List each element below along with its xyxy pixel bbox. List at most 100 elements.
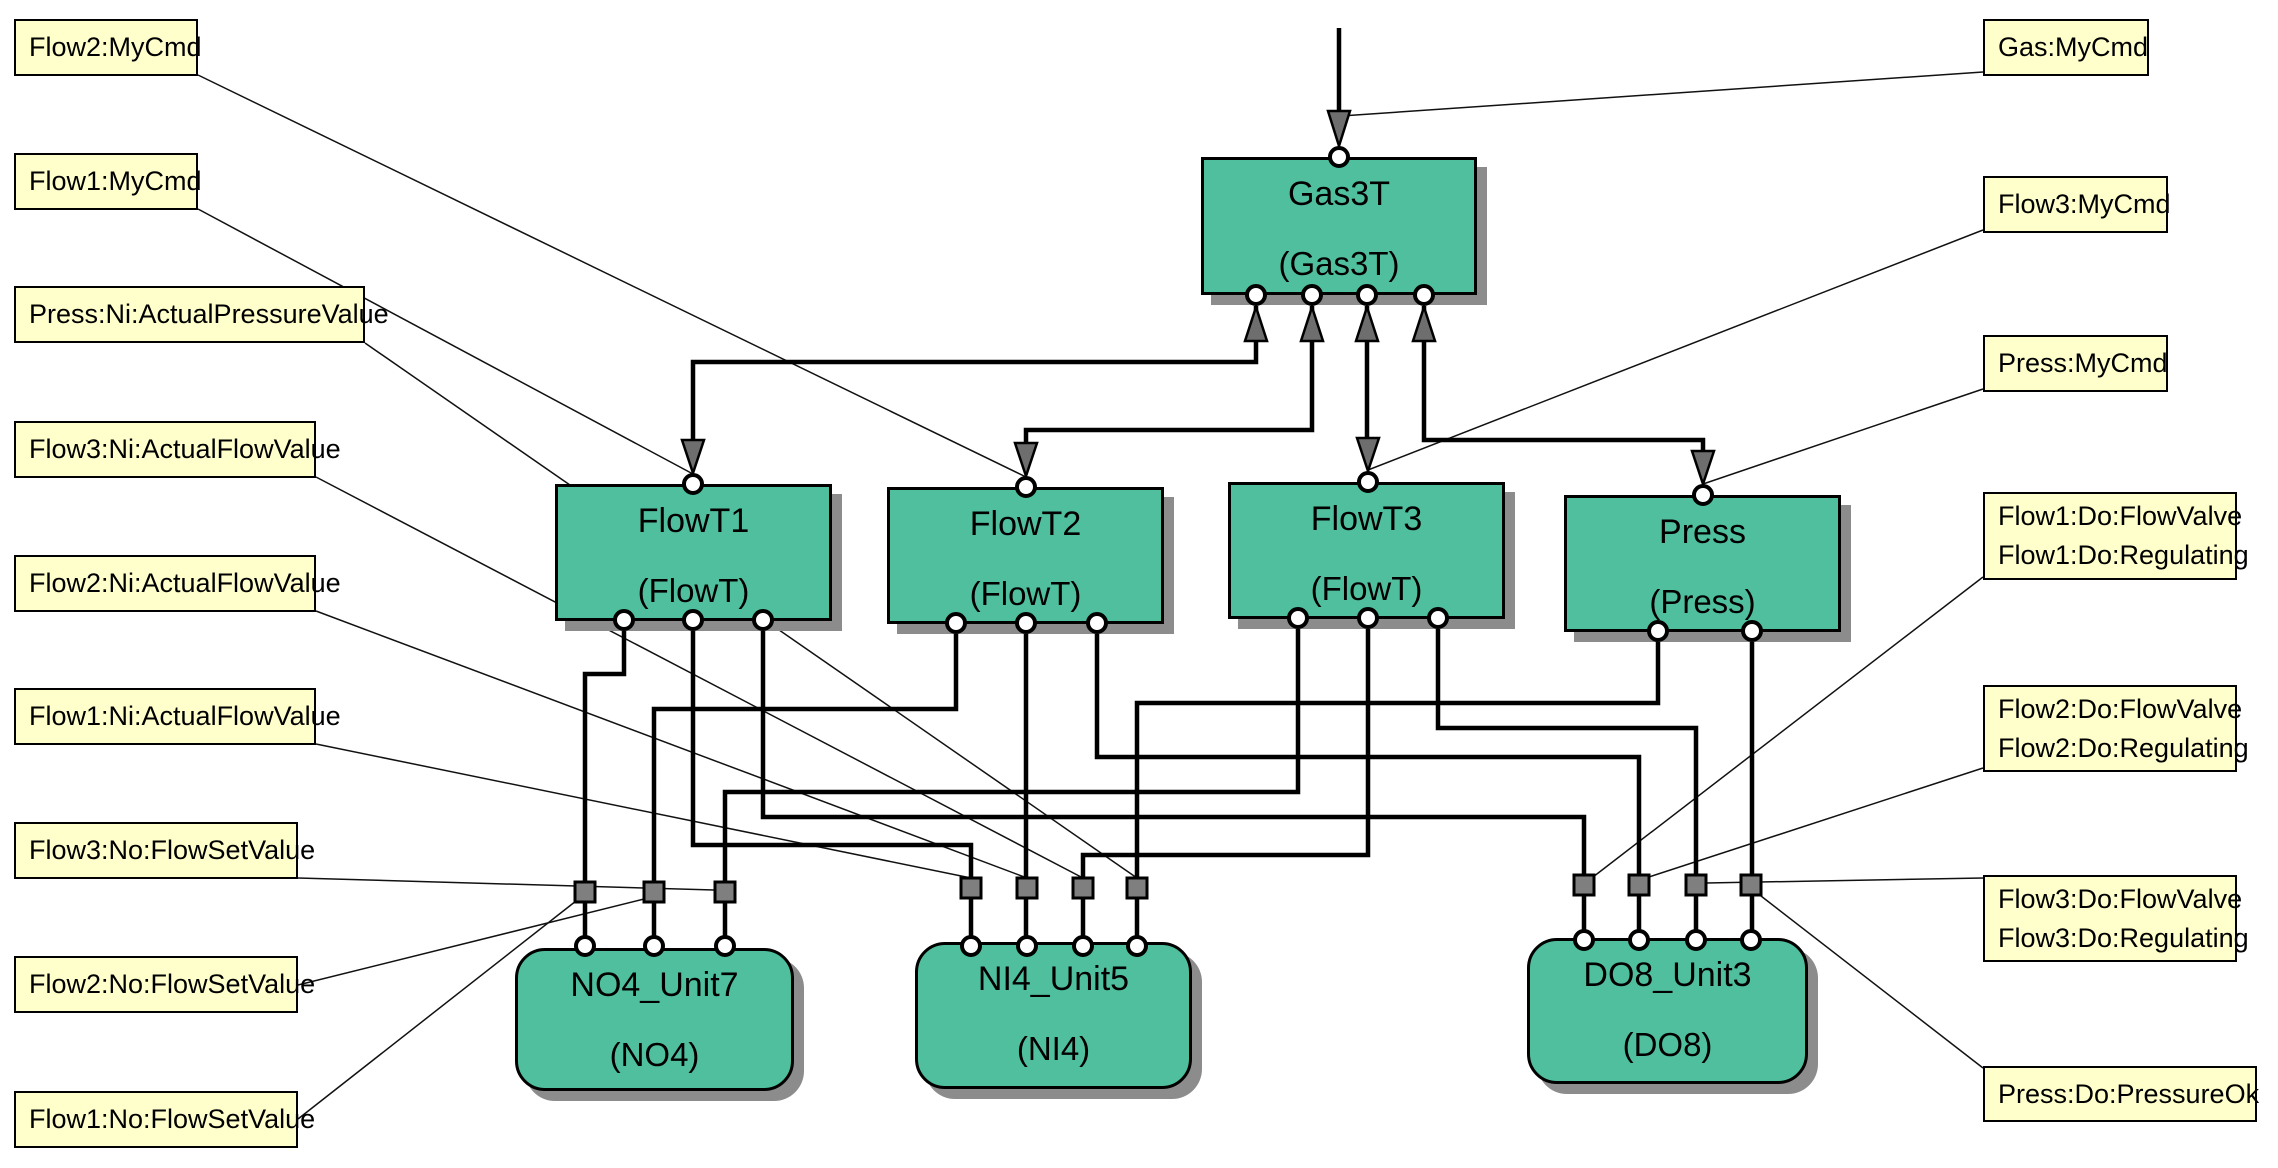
- port-ni4-2[interactable]: [1016, 935, 1038, 957]
- port-flowt1-bottom-1[interactable]: [613, 609, 635, 631]
- port-ni4-3[interactable]: [1072, 935, 1094, 957]
- signal-label-flow3-no-flowsetvalue[interactable]: Flow3:No:FlowSetValue: [14, 822, 316, 879]
- wire-flowt3-do8[interactable]: [1435, 629, 1699, 930]
- port-flowt3-bottom-3[interactable]: [1427, 607, 1449, 629]
- wire-flowt3-no4[interactable]: [722, 629, 1301, 936]
- annotation-line-flow2-mycmd[interactable]: [197, 74, 1027, 478]
- port-no4-1[interactable]: [574, 935, 596, 957]
- block-type: (Press): [1649, 583, 1756, 620]
- block-no4-unit7[interactable]: NO4_Unit7 (NO4): [515, 948, 794, 1091]
- signal-label-text: Flow2:MyCmd: [29, 32, 202, 62]
- block-gas3t[interactable]: Gas3T (Gas3T): [1201, 157, 1477, 295]
- port-gas3t-bottom-1[interactable]: [1245, 284, 1267, 306]
- port-flowt3-bottom-1[interactable]: [1287, 607, 1309, 629]
- wire-gas3t-press[interactable]: [1421, 306, 1706, 457]
- signal-label-flow3-ni-actualflowvalue[interactable]: Flow3:Ni:ActualFlowValue: [14, 421, 341, 478]
- annotation-line-flow2-do[interactable]: [1648, 767, 1984, 878]
- annotation-line-flow1-do[interactable]: [1592, 576, 1984, 878]
- signal-label-flow1-ni-actualflowvalue[interactable]: Flow1:Ni:ActualFlowValue: [14, 688, 341, 745]
- signal-label-press-ni-actualpressurevalue[interactable]: Press:Ni:ActualPressureValue: [14, 286, 389, 343]
- block-flowt3[interactable]: FlowT3 (FlowT): [1228, 482, 1505, 619]
- signal-label-flow1-no-flowsetvalue[interactable]: Flow1:No:FlowSetValue: [14, 1091, 315, 1148]
- port-no4-3[interactable]: [714, 935, 736, 957]
- block-flowt1[interactable]: FlowT1 (FlowT): [555, 484, 832, 621]
- port-flowt3-bottom-2[interactable]: [1357, 607, 1379, 629]
- port-do8-4[interactable]: [1740, 929, 1762, 951]
- connector-square-ni4-4[interactable]: [1125, 876, 1149, 900]
- port-press-top[interactable]: [1692, 484, 1714, 506]
- annotation-line-flow3-mycmd[interactable]: [1367, 229, 1984, 471]
- port-flowt1-top[interactable]: [682, 473, 704, 495]
- connector-square-ni4-1[interactable]: [959, 876, 983, 900]
- arrow-down-into-flowt3-icon: [1355, 436, 1381, 475]
- block-title: Press: [1659, 513, 1746, 551]
- signal-label-flow2-no-flowsetvalue[interactable]: Flow2:No:FlowSetValue: [14, 956, 315, 1013]
- arrow-up-into-gas3t-1-icon: [1243, 302, 1269, 343]
- signal-label-flow2-do[interactable]: Flow2:Do:FlowValve Flow2:Do:Regulating: [1983, 685, 2249, 772]
- signal-label-flow2-ni-actualflowvalue[interactable]: Flow2:Ni:ActualFlowValue: [14, 555, 341, 612]
- wire-flowt2-do8[interactable]: [1094, 634, 1642, 930]
- port-do8-2[interactable]: [1628, 929, 1650, 951]
- port-do8-3[interactable]: [1685, 929, 1707, 951]
- annotation-line-flow1-mycmd[interactable]: [197, 208, 694, 475]
- connector-square-ni4-3[interactable]: [1071, 876, 1095, 900]
- signal-label-press-do-pressureok[interactable]: Press:Do:PressureOk: [1983, 1066, 2259, 1122]
- signal-label-text: Flow3:Do:Regulating: [1998, 922, 2249, 953]
- connector-square-do8-1[interactable]: [1572, 873, 1596, 897]
- port-flowt1-bottom-2[interactable]: [682, 609, 704, 631]
- block-title: NO4_Unit7: [570, 966, 739, 1004]
- signal-label-text: Flow3:No:FlowSetValue: [29, 835, 316, 865]
- port-ni4-1[interactable]: [960, 935, 982, 957]
- signal-label-text: Flow2:Do:FlowValve: [1998, 693, 2243, 724]
- port-gas3t-bottom-4[interactable]: [1413, 284, 1435, 306]
- block-flowt2[interactable]: FlowT2 (FlowT): [887, 487, 1164, 624]
- signal-label-flow3-do[interactable]: Flow3:Do:FlowValve Flow3:Do:Regulating: [1983, 875, 2249, 962]
- port-flowt3-top[interactable]: [1357, 471, 1379, 493]
- signal-label-gas-mycmd[interactable]: Gas:MyCmd: [1983, 19, 2149, 76]
- annotation-line-flow1-no[interactable]: [297, 900, 577, 1120]
- block-do8-unit3[interactable]: DO8_Unit3 (DO8): [1527, 938, 1808, 1084]
- wire-gas3t-flowt2[interactable]: [1023, 306, 1315, 449]
- connector-square-ni4-2[interactable]: [1015, 876, 1039, 900]
- wire-press-ni4[interactable]: [1134, 642, 1661, 936]
- signal-label-text: Flow1:Ni:ActualFlowValue: [29, 701, 341, 731]
- signal-label-flow1-mycmd[interactable]: Flow1:MyCmd: [14, 153, 202, 210]
- port-gas3t-top[interactable]: [1328, 146, 1350, 168]
- annotation-line-press-mycmd[interactable]: [1702, 388, 1984, 485]
- signal-label-flow1-do[interactable]: Flow1:Do:FlowValve Flow1:Do:Regulating: [1983, 492, 2249, 580]
- annotation-line-gas-mycmd[interactable]: [1340, 71, 1984, 117]
- port-gas3t-bottom-3[interactable]: [1356, 284, 1378, 306]
- connector-square-do8-2[interactable]: [1627, 873, 1651, 897]
- annotation-line-flow1-ni[interactable]: [315, 743, 972, 879]
- port-do8-1[interactable]: [1573, 929, 1595, 951]
- annotation-line-press-do[interactable]: [1760, 895, 1984, 1069]
- signal-label-text: Flow2:Do:Regulating: [1998, 732, 2249, 763]
- port-press-bottom-1[interactable]: [1647, 620, 1669, 642]
- annotation-line-flow2-ni[interactable]: [315, 610, 1028, 879]
- port-ni4-4[interactable]: [1126, 935, 1148, 957]
- connector-square-do8-3[interactable]: [1684, 873, 1708, 897]
- signal-label-flow2-mycmd[interactable]: Flow2:MyCmd: [14, 19, 202, 76]
- port-flowt1-bottom-3[interactable]: [752, 609, 774, 631]
- port-flowt2-bottom-1[interactable]: [945, 612, 967, 634]
- annotation-line-flow3-ni[interactable]: [315, 476, 1084, 879]
- block-press[interactable]: Press (Press): [1564, 495, 1841, 632]
- signal-label-press-mycmd[interactable]: Press:MyCmd: [1983, 335, 2168, 392]
- wire-flowt1-no4[interactable]: [582, 631, 627, 936]
- port-no4-2[interactable]: [643, 935, 665, 957]
- signal-label-text: Press:Ni:ActualPressureValue: [29, 299, 389, 329]
- connector-square-no4-1[interactable]: [573, 880, 597, 904]
- wire-flowt2-no4[interactable]: [651, 634, 959, 936]
- connector-square-no4-2[interactable]: [642, 880, 666, 904]
- port-flowt2-top[interactable]: [1015, 476, 1037, 498]
- connector-square-do8-4[interactable]: [1739, 873, 1763, 897]
- port-press-bottom-2[interactable]: [1741, 620, 1763, 642]
- port-flowt2-bottom-2[interactable]: [1015, 612, 1037, 634]
- port-gas3t-bottom-2[interactable]: [1301, 284, 1323, 306]
- signal-label-flow3-mycmd[interactable]: Flow3:MyCmd: [1983, 176, 2171, 233]
- connector-square-no4-3[interactable]: [713, 880, 737, 904]
- block-ni4-unit5[interactable]: NI4_Unit5 (NI4): [915, 942, 1192, 1089]
- block-type: (FlowT): [637, 572, 750, 609]
- port-flowt2-bottom-3[interactable]: [1086, 612, 1108, 634]
